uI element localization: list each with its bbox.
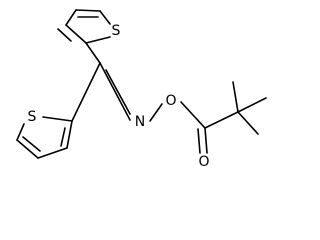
oxime-core xyxy=(71,62,206,129)
bond xyxy=(22,136,41,152)
carbonyl-oxygen-atom: O xyxy=(198,154,209,170)
pivaloyl-group xyxy=(197,81,267,154)
bond xyxy=(85,42,101,64)
bond xyxy=(237,111,259,135)
bond xyxy=(16,139,39,159)
bond xyxy=(66,120,73,149)
bond xyxy=(105,69,131,115)
bond xyxy=(60,127,66,147)
bond xyxy=(57,28,72,42)
bond xyxy=(99,10,111,25)
atom-labels: S S N O O xyxy=(28,23,210,170)
bond xyxy=(204,127,208,154)
bond xyxy=(71,62,101,122)
sulfur-atom-left: S xyxy=(28,109,37,125)
bond xyxy=(42,116,73,122)
nitrogen-atom: N xyxy=(135,114,145,130)
bond xyxy=(85,36,111,44)
bond xyxy=(65,24,87,44)
sulfur-atom-top: S xyxy=(112,23,121,39)
top-thiophene-ring xyxy=(57,9,111,64)
bond xyxy=(75,9,101,12)
bond xyxy=(99,62,131,121)
bond xyxy=(65,9,77,26)
chemical-structure: S S N O O xyxy=(16,9,267,170)
bond xyxy=(149,103,163,122)
ester-oxygen-atom: O xyxy=(165,93,176,109)
bond xyxy=(232,81,239,113)
left-thiophene-ring xyxy=(16,116,73,159)
bond xyxy=(180,101,206,129)
bond xyxy=(237,97,267,113)
bond xyxy=(37,147,68,159)
bond xyxy=(197,128,201,154)
bond xyxy=(204,111,239,129)
bond xyxy=(16,123,25,141)
